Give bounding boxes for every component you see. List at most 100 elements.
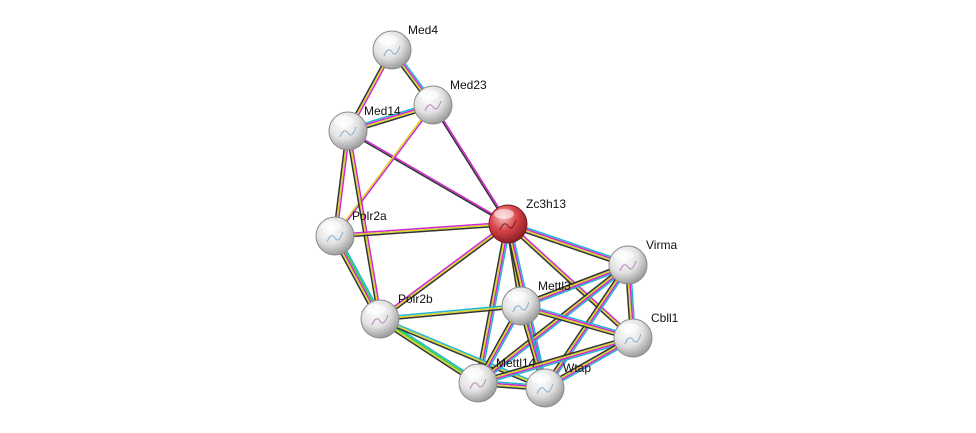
protein-structure-icon (536, 383, 554, 395)
edge-evidence-magenta (433, 104, 510, 224)
edge-med23-polr2a[interactable] (333, 104, 435, 237)
node-label: Cbll1 (651, 311, 679, 325)
node-polr2b[interactable]: Polr2b (360, 292, 433, 339)
edge-evidence-yellow (379, 319, 478, 385)
edge-evidence-cyan (508, 221, 630, 264)
node-highlight (531, 373, 551, 383)
edge-evidence-yellow (507, 223, 634, 339)
node-label: Polr2b (398, 292, 433, 306)
edge-evidence-magenta (348, 129, 509, 224)
node-cbll1[interactable]: Cbll1 (613, 311, 679, 358)
node-virma[interactable]: Virma (608, 238, 677, 285)
edge-evidence-magenta (478, 265, 629, 385)
node-highlight (619, 323, 639, 333)
edge-evidence-yellow (507, 224, 628, 267)
edge-evidence-black (474, 223, 507, 383)
edge-evidence-yellow (379, 318, 546, 389)
edge-evidence-black (431, 105, 508, 225)
edge-evidence-black (477, 334, 633, 382)
node-highlight (334, 116, 354, 126)
protein-structure-icon (383, 45, 401, 57)
edge-evidence-cyan (478, 339, 634, 387)
edge-evidence-yellow (333, 104, 433, 236)
edge-med14-polr2b[interactable] (345, 130, 383, 320)
node-med4[interactable]: Med4 (372, 23, 438, 70)
node-label: Mettl14 (496, 356, 536, 370)
edge-zc3h13-virma[interactable] (506, 221, 630, 268)
protein-structure-icon (469, 378, 487, 390)
edge-evidence-cyan (479, 266, 630, 386)
edge-evidence-black (380, 224, 510, 321)
node-highlight (419, 90, 439, 100)
edge-evidence-yellow (379, 305, 522, 320)
node-polr2a[interactable]: Polr2a (315, 209, 387, 256)
edge-evidence-magenta (378, 222, 508, 319)
edge-zc3h13-mettl14[interactable] (474, 223, 512, 384)
node-highlight (464, 368, 484, 378)
edge-polr2b-mettl14[interactable] (378, 316, 480, 386)
protein-structure-icon (619, 260, 637, 272)
protein-structure-icon (424, 100, 442, 112)
edge-virma-mettl14[interactable] (476, 262, 630, 386)
node-med23[interactable]: Med23 (413, 78, 487, 125)
node-label: Mettl3 (538, 279, 571, 293)
protein-structure-icon (499, 219, 517, 231)
edge-evidence-yellow (477, 336, 633, 383)
edge-evidence-magenta (508, 222, 635, 338)
node-label: Zc3h13 (526, 197, 566, 211)
node-label: Wtap (563, 361, 591, 375)
edge-evidence-magenta (334, 221, 508, 236)
node-mettl14[interactable]: Mettl14 (458, 356, 536, 403)
node-label: Med4 (408, 23, 438, 37)
edge-evidence-yellow (476, 223, 508, 383)
edge-polr2b-zc3h13[interactable] (378, 222, 510, 321)
protein-structure-icon (326, 231, 344, 243)
edge-evidence-black (379, 319, 545, 391)
edge-evidence-cyan (479, 224, 512, 384)
edge-evidence-magenta (478, 224, 510, 384)
node-highlight (614, 250, 634, 260)
edge-evidence-magenta (348, 130, 383, 319)
node-wtap[interactable]: Wtap (525, 361, 591, 408)
edge-evidence-cyan (379, 303, 521, 319)
edge-cbll1-mettl14[interactable] (477, 334, 634, 387)
nodes-layer: Med4Med23Med14Zc3h13Polr2aVirmaMettl3Pol… (315, 23, 679, 408)
edge-evidence-green (380, 317, 479, 383)
node-highlight (321, 221, 341, 231)
edge-evidence-magenta (508, 222, 629, 265)
node-zc3h13[interactable]: Zc3h13 (488, 197, 566, 244)
edge-evidence-black (347, 131, 508, 226)
protein-structure-icon (624, 333, 642, 345)
edge-evidence-yellow (477, 263, 628, 383)
edge-evidence-yellow (347, 130, 381, 320)
edge-med14-zc3h13[interactable] (347, 129, 509, 226)
edge-evidence-cyan (380, 316, 546, 388)
edge-evidence-yellow (379, 223, 509, 320)
protein-structure-icon (512, 301, 530, 313)
edge-evidence-yellow (334, 223, 509, 237)
node-label: Med14 (364, 104, 401, 118)
protein-structure-icon (339, 126, 357, 138)
node-label: Polr2a (352, 209, 387, 223)
node-mettl3[interactable]: Mettl3 (501, 279, 571, 326)
node-highlight (494, 209, 514, 219)
edge-evidence-cyan (521, 302, 634, 337)
edge-polr2a-zc3h13[interactable] (334, 221, 509, 239)
edge-evidence-black (506, 225, 628, 268)
edge-evidence-black (335, 224, 509, 239)
edge-evidence-black (345, 131, 380, 320)
edge-med23-zc3h13[interactable] (431, 104, 510, 225)
edge-zc3h13-cbll1[interactable] (506, 222, 635, 340)
node-highlight (378, 35, 398, 45)
node-med14[interactable]: Med14 (328, 104, 401, 151)
edge-polr2b-mettl3[interactable] (379, 303, 522, 322)
protein-structure-icon (371, 314, 389, 326)
node-highlight (507, 291, 527, 301)
node-label: Med23 (450, 78, 487, 92)
edge-evidence-black (378, 320, 478, 386)
edge-evidence-black (380, 306, 522, 322)
node-label: Virma (646, 238, 677, 252)
edge-evidence-black (476, 262, 627, 382)
edge-polr2b-wtap[interactable] (379, 316, 546, 391)
node-highlight (366, 304, 386, 314)
